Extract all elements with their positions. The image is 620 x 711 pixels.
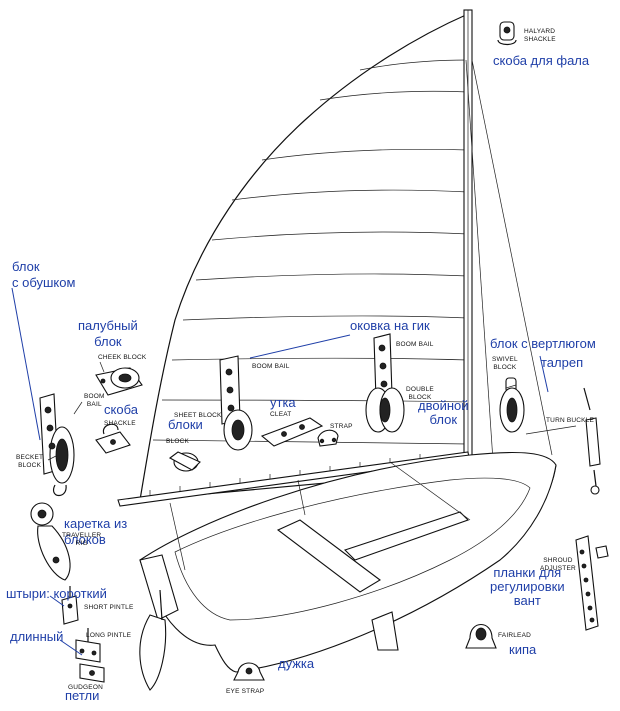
becket-block-icon (39, 393, 75, 497)
label-en-cheek-block: CHEEK BLOCK (98, 354, 147, 361)
gudgeon-icon (79, 663, 105, 683)
boom-bail-leader (249, 334, 351, 359)
short-pintle-icon (61, 586, 79, 625)
label-en-long-pintle: LONG PINTLE (86, 632, 132, 639)
cleat-icon (260, 417, 324, 447)
label-en-swivel-block: SWIVEL BLOCK (492, 356, 518, 371)
block-icon (168, 451, 201, 472)
label-ru-boom-bail: оковка на гик (350, 318, 430, 333)
swivel-block-icon (499, 377, 525, 433)
label-ru-eye-strap: дужка (278, 656, 315, 671)
label-en-sheet-block: SHEET BLOCK (174, 412, 222, 419)
label-en-boom-bail-center: BOOM BAIL (252, 363, 290, 370)
double-block-icon (365, 333, 405, 433)
halyard-shackle-icon (497, 21, 517, 46)
long-pintle-leader (59, 639, 83, 656)
label-ru-long-pintle: длинный (10, 629, 64, 644)
label-en-boom-bail-right: BOOM BAIL (396, 341, 434, 348)
label-en-becket-block: BECKET BLOCK (16, 454, 44, 469)
label-ru-gudgeon: петли (65, 688, 100, 703)
label-ru-double-block: двойной блок (418, 398, 469, 427)
label-ru-cleat: утка (270, 395, 296, 410)
label-en-turn-buckle: TURN BUCKLE (546, 417, 595, 424)
label-ru-turnbuckle: талреп (541, 355, 584, 370)
label-ru-swivel-block: блок с вертлюгом (490, 336, 596, 351)
label-en-double-block: DOUBLE BLOCK (406, 386, 434, 401)
traveller-rig-icon (30, 502, 71, 581)
label-en-fairlead: FAIRLEAD (498, 632, 532, 639)
label-en-traveller-rig: TRAVELLER RIG (62, 532, 102, 547)
eye-strap-icon (233, 662, 265, 681)
label-ru-cheek-block: палубный блок (78, 318, 138, 349)
label-ru-shroud-adjuster: планки для регулировки вант (490, 565, 565, 608)
label-en-short-pintle: SHORT PINTLE (84, 604, 134, 611)
strap-icon (317, 429, 339, 447)
becket-block-leader (11, 287, 41, 441)
label-ru-halyard-shackle: скоба для фала (493, 53, 590, 68)
turnbuckle-leader (539, 355, 549, 393)
label-en-cleat: CLEAT (270, 411, 292, 418)
fairlead-icon (465, 623, 497, 649)
label-en-shroud-adjuster: SHROUD ADJUSTER (540, 557, 576, 572)
label-en-block: BLOCK (166, 438, 190, 445)
cheek-block-icon (95, 367, 143, 396)
label-ru-blocks: блоки (168, 417, 203, 432)
label-ru-short-pintle: штыри: короткий (6, 586, 107, 601)
label-ru-shackle: скоба (104, 402, 138, 417)
hull (139, 451, 557, 691)
sheet-block-icon (219, 355, 253, 451)
label-en-eye-strap: EYE STRAP (226, 688, 265, 695)
label-en-boom-bail-left: BOOM BAIL (84, 393, 105, 408)
short-pintle-leader (49, 595, 65, 607)
turnbuckle-icon (583, 387, 601, 495)
long-pintle-icon (75, 628, 101, 663)
label-ru-traveller-rig: каретка из блоков (64, 516, 128, 547)
label-en-strap: STRAP (330, 423, 353, 430)
shackle-icon (95, 423, 131, 454)
shroud-adjuster-icon (575, 535, 609, 631)
label-ru-fairlead: кипа (509, 642, 537, 657)
label-en-gudgeon: GUDGEON (68, 684, 103, 691)
label-ru-becket-block: блок с обушком (12, 259, 76, 290)
label-en-shackle: SHACKLE (104, 420, 136, 427)
label-en-halyard-shackle: HALYARD SHACKLE (524, 28, 556, 43)
